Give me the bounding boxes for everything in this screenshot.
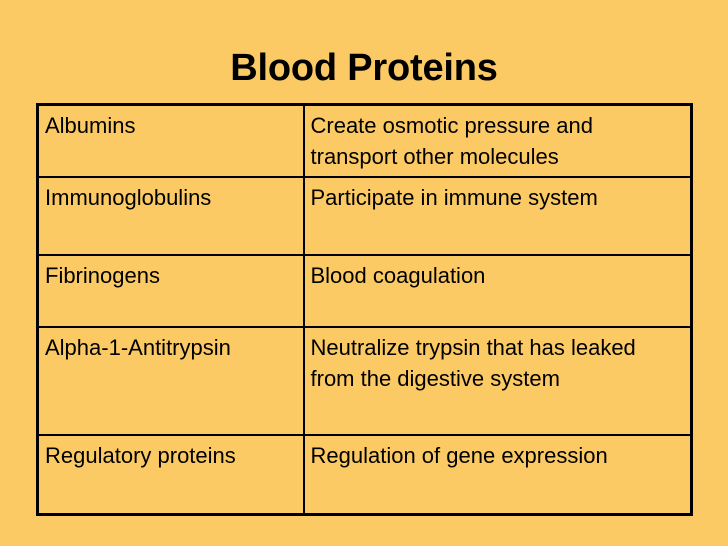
- protein-name-text: Fibrinogens: [45, 263, 160, 288]
- protein-function-cell: Create osmotic pressure and transport ot…: [302, 103, 693, 178]
- protein-name-cell: Fibrinogens: [36, 254, 305, 328]
- table-row: Albumins Create osmotic pressure and tra…: [36, 103, 693, 178]
- protein-function-cell: Blood coagulation: [302, 254, 693, 328]
- protein-function-cell: Regulation of gene expression: [302, 434, 693, 515]
- protein-function-text: Regulation of gene expression: [310, 443, 608, 468]
- protein-name-text: Alpha-1-Antitrypsin: [45, 335, 231, 360]
- protein-function-cell: Participate in immune system: [302, 176, 693, 256]
- protein-name-cell: Albumins: [36, 103, 305, 178]
- protein-name-cell: Regulatory proteins: [36, 434, 305, 515]
- table-row: Immunoglobulins Participate in immune sy…: [36, 176, 693, 256]
- table-row: Alpha-1-Antitrypsin Neutralize trypsin t…: [36, 326, 693, 436]
- table-row: Fibrinogens Blood coagulation: [36, 254, 693, 328]
- page-title: Blood Proteins: [230, 47, 498, 89]
- protein-function-text: Create osmotic pressure and transport ot…: [310, 113, 593, 169]
- protein-function-cell: Neutralize trypsin that has leaked from …: [302, 326, 693, 436]
- protein-function-text: Participate in immune system: [310, 185, 598, 210]
- table-row: Regulatory proteins Regulation of gene e…: [36, 434, 693, 515]
- protein-name-text: Regulatory proteins: [45, 443, 236, 468]
- protein-name-cell: Immunoglobulins: [36, 176, 305, 256]
- protein-name-text: Albumins: [45, 113, 136, 138]
- protein-name-cell: Alpha-1-Antitrypsin: [36, 326, 305, 436]
- protein-function-text: Blood coagulation: [310, 263, 486, 288]
- protein-name-text: Immunoglobulins: [45, 185, 212, 210]
- blood-proteins-table: Albumins Create osmotic pressure and tra…: [36, 103, 693, 516]
- protein-function-text: Neutralize trypsin that has leaked from …: [310, 335, 636, 391]
